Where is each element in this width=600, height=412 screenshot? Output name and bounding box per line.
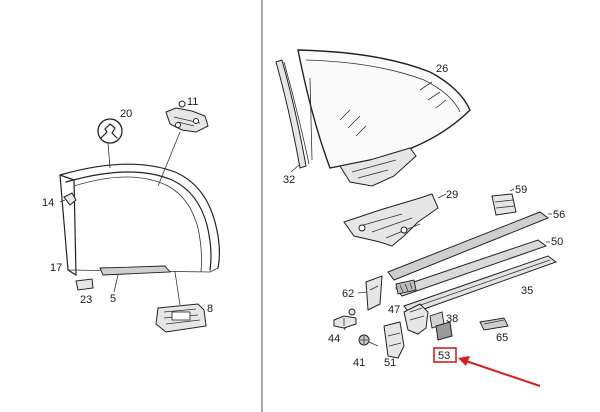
part-14-clip <box>63 192 77 206</box>
label-50: 50 <box>551 236 563 248</box>
label-56: 56 <box>553 209 565 221</box>
part-23-block <box>75 278 94 291</box>
label-35: 35 <box>521 285 533 297</box>
label-41: 41 <box>353 357 365 369</box>
label-17: 17 <box>50 262 62 274</box>
label-44: 44 <box>328 333 340 345</box>
label-5: 5 <box>110 293 116 305</box>
part-38-bracket <box>403 303 445 335</box>
label-59: 59 <box>515 184 527 196</box>
part-17-window-frame-seal <box>59 163 221 276</box>
part-65-pad <box>479 317 509 331</box>
label-11: 11 <box>187 96 198 108</box>
part-8-lower-bracket <box>155 303 207 333</box>
highlight-arrow <box>458 356 541 387</box>
label-20: 20 <box>120 108 132 120</box>
label-65: 65 <box>496 332 508 344</box>
part-41-screw <box>358 334 379 347</box>
part-62-plate <box>365 275 383 311</box>
part-29-regulator-bracket <box>343 193 439 247</box>
label-53: 53 <box>438 350 450 362</box>
part-5-seal-strip <box>99 265 171 276</box>
part-56-seal-strip <box>387 211 550 281</box>
part-26-lower-bracket <box>339 147 417 187</box>
label-62: 62 <box>342 288 354 300</box>
part-59-clip <box>491 193 517 216</box>
label-47: 47 <box>388 304 400 316</box>
part-20-seal-clip-icon <box>97 118 123 144</box>
part-51-guide-block <box>383 321 405 359</box>
label-14: 14 <box>42 197 54 209</box>
part-11-bracket <box>165 100 209 133</box>
part-26-quarter-glass <box>297 49 471 169</box>
part-32-vertical-channel <box>275 59 310 169</box>
part-47-hatched-plate <box>395 279 417 295</box>
label-26: 26 <box>436 63 448 75</box>
label-8: 8 <box>207 303 213 315</box>
label-51: 51 <box>384 357 396 369</box>
label-29: 29 <box>446 189 458 201</box>
part-53-block <box>435 321 453 341</box>
label-38: 38 <box>446 313 458 325</box>
label-23: 23 <box>80 294 92 306</box>
part-44-push-pin <box>333 308 357 329</box>
highlight-box-53 <box>433 347 457 363</box>
label-32: 32 <box>283 174 295 186</box>
